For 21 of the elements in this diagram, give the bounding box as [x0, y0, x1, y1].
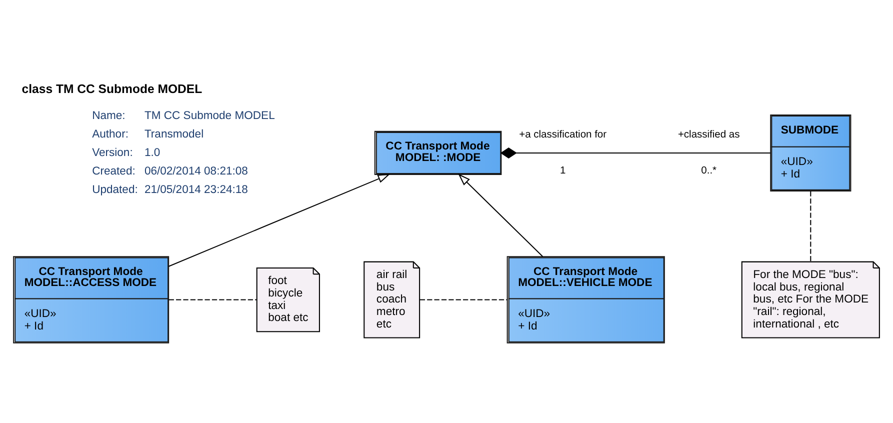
label: TM CC Submode MODEL	[144, 110, 275, 122]
connector	[500, 147, 770, 159]
label: Name:	[92, 110, 126, 122]
connector	[168, 299, 256, 300]
diagram-title: class TM CC Submode MODEL	[22, 82, 202, 96]
label: 21/05/2014 23:24:18	[144, 184, 248, 196]
label: 1	[560, 166, 566, 177]
arrow	[168, 174, 390, 267]
label: 06/02/2014 08:21:08	[144, 165, 248, 178]
label: Created:	[92, 165, 136, 178]
label: 0..*	[701, 166, 717, 177]
label: Updated:	[92, 184, 138, 196]
connector	[810, 191, 812, 262]
label: +a classification for	[519, 130, 607, 141]
label: +classified as	[678, 130, 740, 141]
label: Version:	[92, 146, 133, 159]
label: Author:	[92, 128, 128, 140]
label: Transmodel	[144, 128, 204, 140]
arrow	[458, 174, 544, 257]
label: 1.0	[144, 146, 160, 159]
connector	[420, 299, 508, 300]
